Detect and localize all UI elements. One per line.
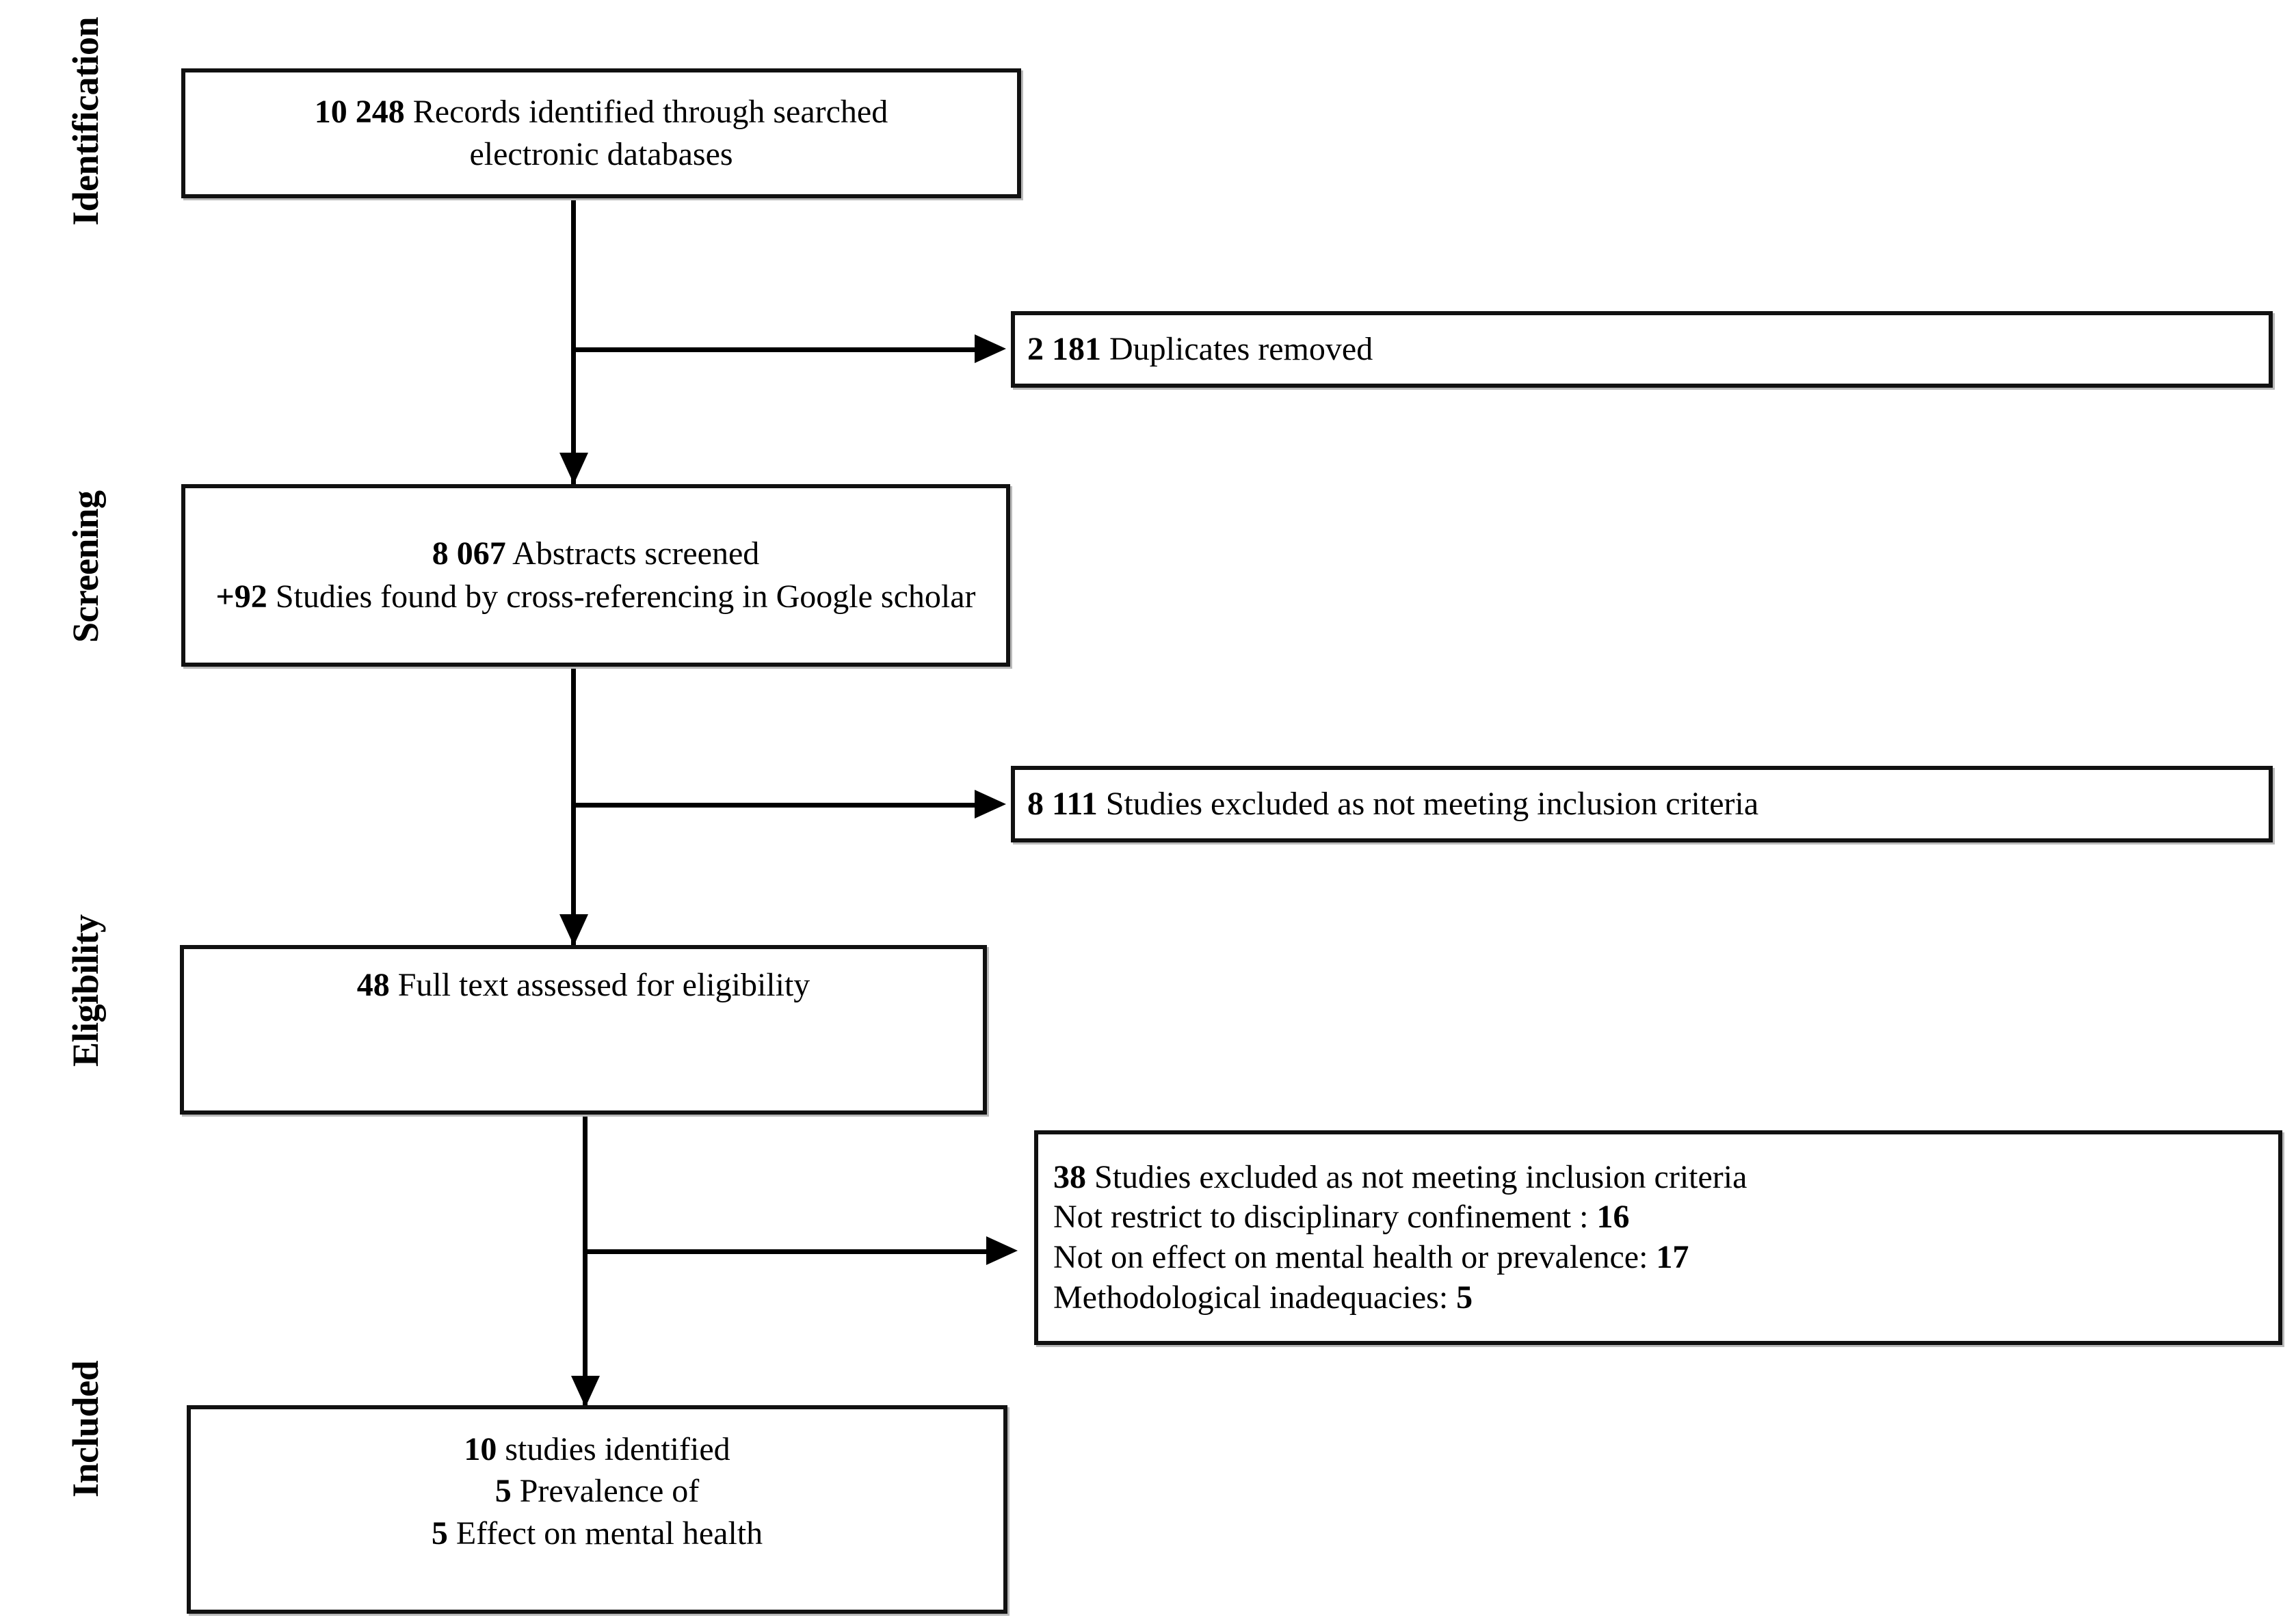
label-effect-mental-health: Effect on mental health bbox=[447, 1515, 763, 1552]
connector-eligibility-trunk bbox=[583, 1115, 588, 1407]
value-not-restrict-confinement: 16 bbox=[1596, 1199, 1630, 1236]
label-cross-referencing: Studies found by cross-referencing in Go… bbox=[267, 578, 976, 615]
box-full-text-assessed: 48 Full text assessed for eligibility bbox=[180, 945, 987, 1115]
text-line: +92 Studies found by cross-referencing i… bbox=[200, 576, 991, 618]
box-studies-excluded-screening-text: 8 111 Studies excluded as not meeting in… bbox=[1015, 770, 2269, 838]
box-abstracts-screened: 8 067 Abstracts screened +92 Studies fou… bbox=[181, 484, 1010, 667]
label-abstracts-screened: Abstracts screened bbox=[505, 535, 760, 572]
value-studies-identified: 10 bbox=[464, 1431, 497, 1467]
text-line: 38 Studies excluded as not meeting inclu… bbox=[1053, 1158, 2263, 1198]
value-studies-excluded-screening: 8 111 bbox=[1027, 785, 1098, 822]
connector-to-excluded-eligibility bbox=[583, 1249, 986, 1254]
box-records-identified: 10 248 Records identified through search… bbox=[181, 68, 1021, 198]
text-line: 2 181 Duplicates removed bbox=[1027, 328, 2256, 371]
label-duplicates-removed: Duplicates removed bbox=[1101, 330, 1373, 367]
text-line: electronic databases bbox=[198, 133, 1005, 176]
box-studies-included: 10 studies identified 5 Prevalence of 5 … bbox=[187, 1405, 1007, 1614]
label-not-restrict-confinement: Not restrict to disciplinary confinement… bbox=[1053, 1199, 1597, 1236]
text-line: 10 studies identified bbox=[203, 1428, 991, 1470]
text-line: Not on effect on mental health or preval… bbox=[1053, 1238, 2263, 1278]
label-studies-identified: studies identified bbox=[497, 1431, 730, 1467]
text-line: 10 248 Records identified through search… bbox=[198, 91, 1005, 133]
text-line: 5 Effect on mental health bbox=[203, 1513, 991, 1554]
arrow-into-full-text-assessed bbox=[559, 914, 588, 946]
value-full-text-assessed: 48 bbox=[356, 967, 390, 1003]
text-line: Not restrict to disciplinary confinement… bbox=[1053, 1197, 2263, 1238]
label-full-text-assessed: Full text assessed for eligibility bbox=[389, 967, 810, 1003]
box-duplicates-removed: 2 181 Duplicates removed bbox=[1011, 311, 2273, 388]
stage-label-identification: Identification bbox=[65, 16, 106, 226]
stage-label-eligibility: Eligibility bbox=[65, 914, 106, 1067]
connector-to-excluded-screening bbox=[571, 803, 975, 808]
value-methodological-inadequacies: 5 bbox=[1456, 1279, 1473, 1316]
text-line: Methodological inadequacies: 5 bbox=[1053, 1278, 2263, 1318]
label-not-on-effect: Not on effect on mental health or preval… bbox=[1053, 1239, 1657, 1275]
box-studies-included-text: 10 studies identified 5 Prevalence of 5 … bbox=[191, 1409, 1003, 1610]
box-full-text-assessed-text: 48 Full text assessed for eligibility bbox=[184, 949, 983, 1110]
value-records-identified: 10 248 bbox=[314, 93, 405, 130]
label-records-identified-cont: electronic databases bbox=[469, 136, 733, 172]
label-studies-excluded-eligibility: Studies excluded as not meeting inclusio… bbox=[1086, 1158, 1747, 1195]
text-line: 8 067 Abstracts screened bbox=[200, 533, 991, 575]
value-duplicates-removed: 2 181 bbox=[1027, 330, 1101, 367]
value-not-on-effect: 17 bbox=[1656, 1239, 1689, 1275]
value-cross-referencing: +92 bbox=[215, 578, 267, 615]
label-methodological-inadequacies: Methodological inadequacies: bbox=[1053, 1279, 1457, 1316]
connector-to-duplicates bbox=[571, 347, 975, 352]
label-records-identified: Records identified through searched bbox=[404, 93, 888, 130]
connector-identification-trunk bbox=[571, 198, 576, 484]
stage-label-screening: Screening bbox=[65, 490, 106, 643]
arrow-to-excluded-screening bbox=[975, 790, 1006, 818]
label-prevalence: Prevalence of bbox=[511, 1473, 700, 1510]
arrow-to-duplicates bbox=[975, 334, 1006, 363]
box-studies-excluded-eligibility: 38 Studies excluded as not meeting inclu… bbox=[1034, 1130, 2282, 1345]
arrow-into-studies-included bbox=[571, 1376, 600, 1407]
text-line: 48 Full text assessed for eligibility bbox=[196, 964, 971, 1007]
box-records-identified-text: 10 248 Records identified through search… bbox=[185, 72, 1017, 194]
box-abstracts-screened-text: 8 067 Abstracts screened +92 Studies fou… bbox=[185, 488, 1006, 663]
arrow-into-abstracts-screened bbox=[559, 453, 588, 484]
box-studies-excluded-eligibility-text: 38 Studies excluded as not meeting inclu… bbox=[1038, 1134, 2278, 1341]
stage-label-included: Included bbox=[65, 1360, 106, 1497]
value-abstracts-screened: 8 067 bbox=[432, 535, 506, 572]
value-prevalence: 5 bbox=[494, 1473, 512, 1510]
box-studies-excluded-screening: 8 111 Studies excluded as not meeting in… bbox=[1011, 766, 2273, 842]
text-line: 8 111 Studies excluded as not meeting in… bbox=[1027, 783, 2256, 825]
value-effect-mental-health: 5 bbox=[431, 1515, 448, 1552]
value-studies-excluded-eligibility: 38 bbox=[1053, 1158, 1086, 1195]
arrow-to-excluded-eligibility bbox=[986, 1236, 1018, 1265]
text-line: 5 Prevalence of bbox=[203, 1470, 991, 1512]
label-studies-excluded-screening: Studies excluded as not meeting inclusio… bbox=[1097, 785, 1759, 822]
box-duplicates-removed-text: 2 181 Duplicates removed bbox=[1015, 315, 2269, 384]
